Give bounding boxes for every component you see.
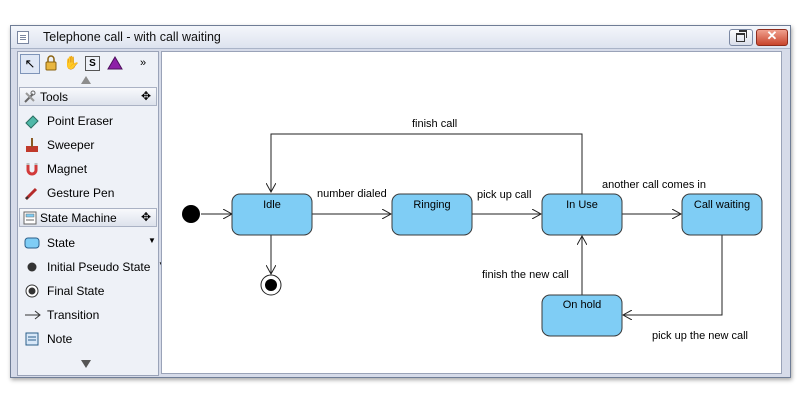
diagram-window: Telephone call - with call waiting ✕ ↖ ✋… [10, 25, 791, 378]
broom-icon [24, 137, 40, 153]
state-machine-icon [23, 211, 37, 225]
initial-pseudo-state[interactable] [182, 205, 200, 223]
restore-icon [736, 30, 747, 42]
palette-item-point-eraser[interactable]: Point Eraser [24, 110, 156, 132]
triangle-shape-icon[interactable] [106, 54, 124, 72]
transition-finish-call[interactable] [271, 133, 583, 194]
palette-item-label: State [47, 236, 76, 250]
palette-scroll-up-icon[interactable] [81, 76, 91, 84]
close-icon: ✕ [766, 28, 778, 43]
window-title: Telephone call - with call waiting [43, 30, 221, 44]
palette-item-label: Gesture Pen [47, 186, 115, 200]
hand-icon[interactable]: ✋ [63, 55, 81, 70]
restore-button[interactable] [729, 29, 753, 46]
note-icon [24, 331, 40, 347]
state-icon [24, 235, 40, 251]
state-label: Ringing [413, 199, 450, 211]
state-label: On hold [563, 299, 602, 311]
label-pick-up-call: pick up call [477, 189, 531, 201]
group-label: State Machine [40, 211, 117, 225]
final-state-icon [24, 283, 40, 299]
group-label: Tools [40, 90, 69, 104]
state-label: Call waiting [694, 199, 750, 211]
label-number-dialed: number dialed [317, 188, 387, 200]
dropdown-arrow-icon[interactable]: ▼ [148, 236, 156, 245]
final-state-core [265, 279, 277, 291]
move-icon[interactable]: ✥ [140, 89, 151, 103]
palette-item-initial-pseudo-state[interactable]: Initial Pseudo State ▼ [24, 256, 166, 278]
pen-icon [24, 185, 40, 201]
tools-icon [23, 90, 37, 104]
more-tools-icon[interactable]: » [139, 57, 147, 69]
state-machine-diagram: Idle Ringing In Use Call waiting On hold… [182, 118, 763, 342]
group-state-machine[interactable]: State Machine ✥ [19, 208, 157, 227]
label-finish-the-new-call: finish the new call [482, 269, 569, 281]
close-button[interactable]: ✕ [756, 28, 788, 46]
palette-item-transition[interactable]: Transition [24, 304, 156, 326]
select-pointer-icon[interactable]: ↖ [20, 54, 40, 74]
state-idle[interactable]: Idle [231, 193, 313, 236]
palette-item-sweeper[interactable]: Sweeper [24, 134, 156, 156]
palette-item-label: Note [47, 332, 73, 346]
palette-item-label: Initial Pseudo State [47, 260, 151, 274]
initial-state-icon [24, 259, 40, 275]
palette-item-label: Final State [47, 284, 105, 298]
group-tools[interactable]: Tools ✥ [19, 87, 157, 106]
diagram-palette: ↖ ✋ S » Tools ✥ Point Eraser Sweeper [17, 51, 166, 376]
label-another-call-comes-in: another call comes in [602, 179, 706, 191]
palette-scroll-down-icon[interactable] [81, 360, 91, 368]
eraser-icon [24, 113, 40, 129]
diagram-icon [17, 31, 29, 44]
state-call-waiting[interactable]: Call waiting [681, 193, 763, 236]
state-ringing[interactable]: Ringing [391, 193, 473, 236]
label-pick-up-the-new-call: pick up the new call [652, 330, 748, 342]
transition-pick-up-new-call[interactable] [623, 235, 723, 315]
palette-item-label: Transition [47, 308, 100, 322]
palette-toolbar: ↖ ✋ S » [18, 52, 158, 74]
palette-item-label: Point Eraser [47, 114, 114, 128]
state-on-hold[interactable]: On hold [541, 294, 623, 337]
state-in-use[interactable]: In Use [541, 193, 623, 236]
label-finish-call: finish call [412, 118, 457, 130]
diagram-canvas[interactable]: Idle Ringing In Use Call waiting On hold… [161, 51, 782, 374]
state-label: Idle [263, 199, 281, 211]
palette-item-final-state[interactable]: Final State [24, 280, 156, 302]
title-bar[interactable]: Telephone call - with call waiting ✕ [11, 26, 790, 49]
state-label: In Use [566, 199, 598, 211]
palette-item-gesture-pen[interactable]: Gesture Pen [24, 182, 156, 204]
palette-item-magnet[interactable]: Magnet [24, 158, 156, 180]
transition-arrow-icon [24, 307, 41, 323]
lock-icon[interactable] [42, 54, 60, 72]
palette-item-state[interactable]: State ▼ [24, 232, 156, 254]
s-button[interactable]: S [85, 56, 100, 71]
palette-item-label: Magnet [47, 162, 88, 176]
palette-item-note[interactable]: Note [24, 328, 156, 350]
palette-item-label: Sweeper [47, 138, 95, 152]
move-icon[interactable]: ✥ [140, 210, 151, 224]
magnet-icon [24, 161, 40, 177]
